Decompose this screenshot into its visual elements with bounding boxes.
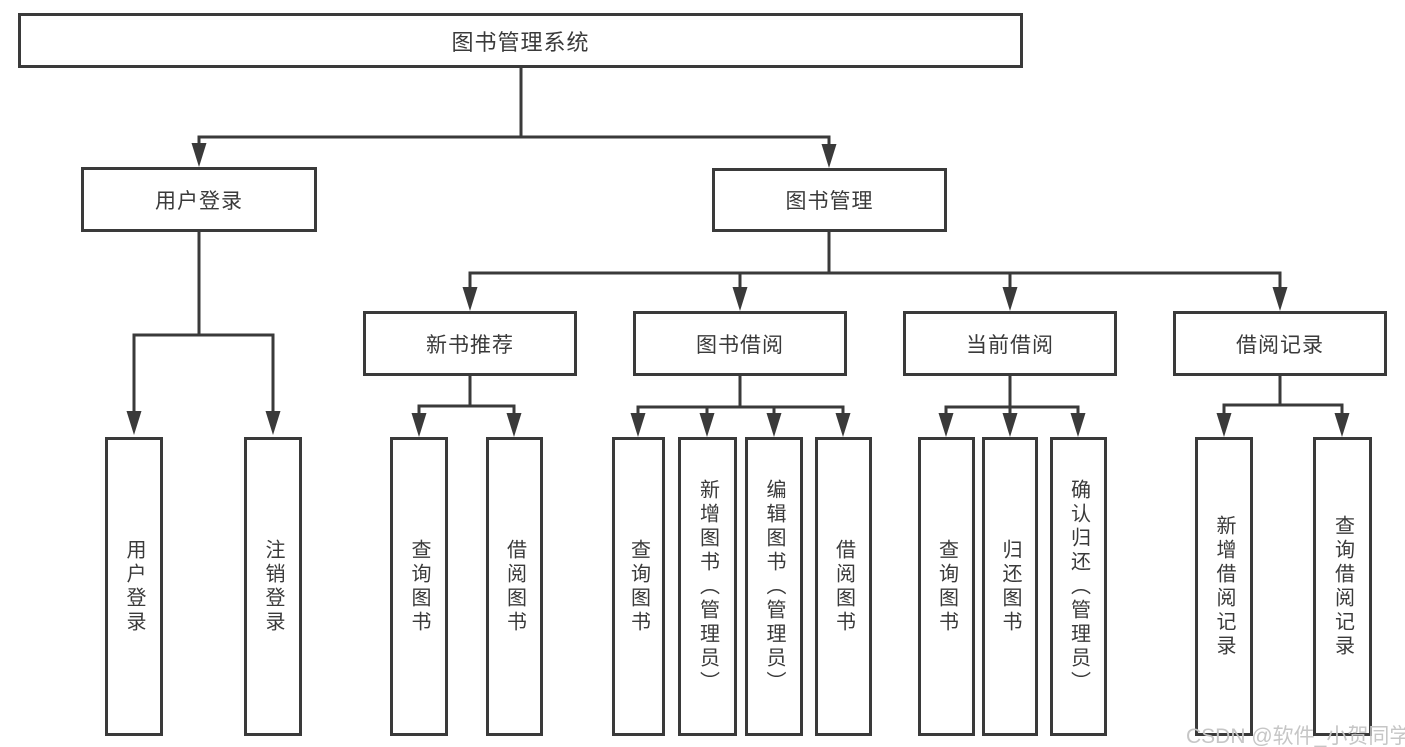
leaf-borrow-books-2: 借阅图书 <box>815 437 872 736</box>
leaf-confirm-return-admin: 确认归还（管理员） <box>1050 437 1107 736</box>
node-borrowing-records: 借阅记录 <box>1173 311 1387 376</box>
leaf-add-borrow-record: 新增借阅记录 <box>1195 437 1253 736</box>
leaf-logout: 注销登录 <box>244 437 302 736</box>
node-current-borrowing: 当前借阅 <box>903 311 1117 376</box>
node-user-login: 用户登录 <box>81 167 317 232</box>
watermark: CSDN @软件_小贺同学 <box>1186 725 1405 747</box>
leaf-return-book: 归还图书 <box>982 437 1038 736</box>
node-new-book-recommendation: 新书推荐 <box>363 311 577 376</box>
leaf-query-books-1: 查询图书 <box>390 437 448 736</box>
leaf-query-borrow-record: 查询借阅记录 <box>1313 437 1372 736</box>
leaf-add-book-admin: 新增图书（管理员） <box>678 437 737 736</box>
node-library-management-system: 图书管理系统 <box>18 13 1023 68</box>
node-book-management: 图书管理 <box>712 168 947 232</box>
node-book-borrowing: 图书借阅 <box>633 311 847 376</box>
leaf-user-login: 用户登录 <box>105 437 163 736</box>
leaf-query-books-3: 查询图书 <box>918 437 975 736</box>
leaf-borrow-books-1: 借阅图书 <box>486 437 543 736</box>
leaf-edit-book-admin: 编辑图书（管理员） <box>745 437 803 736</box>
leaf-query-books-2: 查询图书 <box>612 437 665 736</box>
